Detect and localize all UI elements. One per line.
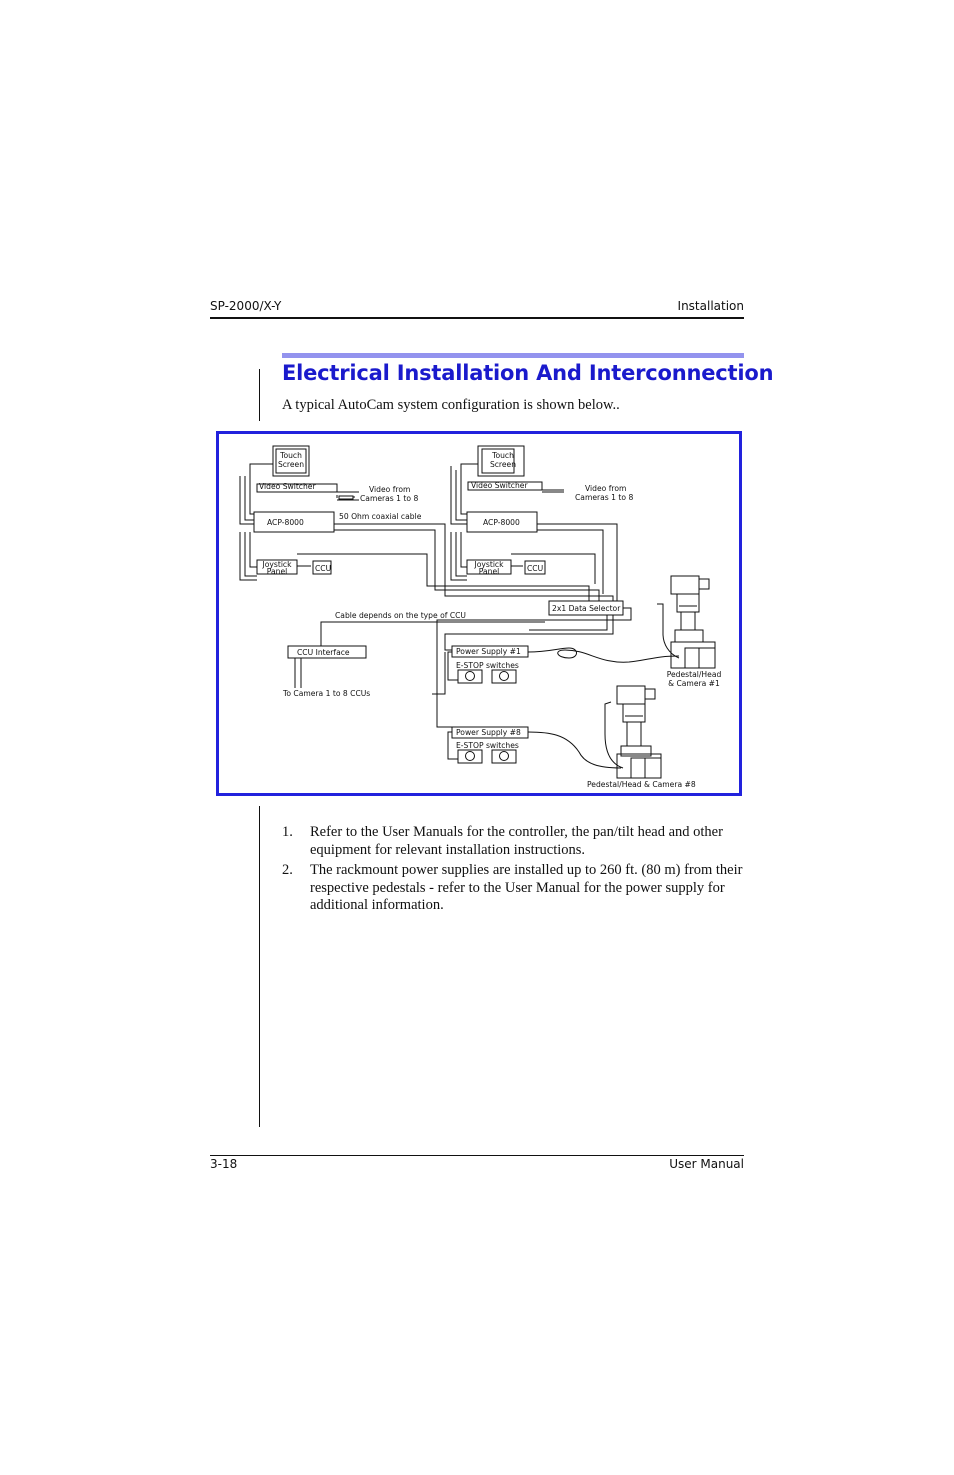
label-video-switcher-left: Video Switcher	[259, 482, 316, 491]
touch-screen-box-right	[477, 445, 525, 477]
list-item: 1. Refer to the User Manuals for the con…	[282, 824, 746, 859]
page-number: 3-18	[210, 1157, 238, 1171]
label-to-camera-ccus: To Camera 1 to 8 CCUs	[282, 689, 370, 698]
video-switcher-box-left	[256, 483, 338, 493]
label-acp-left: ACP-8000	[267, 518, 304, 527]
label-power-supply-8: Power Supply #8	[456, 728, 521, 737]
label-acp-right: ACP-8000	[483, 518, 520, 527]
label-video-from-right-1: Video from	[585, 484, 626, 493]
touch-screen-box-left	[272, 445, 310, 477]
step-text: The rackmount power supplies are install…	[310, 862, 743, 913]
ccu-interface-box	[287, 645, 367, 659]
header-rule	[210, 317, 744, 319]
label-video-from-left-2: Cameras 1 to 8	[360, 494, 418, 503]
label-video-from-left-1: Video from	[369, 485, 410, 494]
label-joystick-right-1: Joystick	[474, 560, 505, 569]
label-joystick-left-2: Panel	[267, 567, 288, 576]
step-text: Refer to the User Manuals for the contro…	[310, 824, 723, 858]
label-video-switcher-right: Video Switcher	[471, 481, 528, 490]
label-power-supply-1: Power Supply #1	[456, 647, 521, 656]
running-footer-right: User Manual	[669, 1157, 744, 1171]
diagram-drawing: Touch Screen Video Switcher Video from C…	[239, 445, 722, 789]
label-coax-cable: 50 Ohm coaxial cable	[339, 512, 422, 521]
label-data-selector: 2x1 Data Selector	[552, 604, 621, 613]
pedestal-8-illustration	[604, 685, 662, 779]
label-joystick-right-2: Panel	[479, 567, 500, 576]
label-video-from-right-2: Cameras 1 to 8	[575, 493, 633, 502]
acp-box-left	[253, 511, 335, 533]
label-ccu-right: CCU	[527, 564, 543, 573]
label-estop-8: E-STOP switches	[456, 741, 519, 750]
pedestal-1-illustration	[657, 575, 716, 669]
list-item: 2. The rackmount power supplies are inst…	[282, 862, 746, 915]
step-number: 2.	[282, 862, 293, 878]
label-pedestal-1-2: & Camera #1	[668, 679, 720, 688]
ccu-box-right	[524, 560, 546, 575]
label-ccu-left: CCU	[315, 564, 331, 573]
label-cable-depends: Cable depends on the type of CCU	[335, 611, 466, 620]
running-header-left: SP-2000/X-Y	[210, 299, 282, 313]
label-touch-screen-right-2: Screen	[490, 460, 516, 469]
video-switcher-box-right	[467, 481, 543, 491]
label-touch-screen-right-1: Touch	[491, 451, 514, 460]
section-accent-bar	[282, 353, 744, 358]
installation-steps: 1. Refer to the User Manuals for the con…	[282, 824, 746, 918]
label-ccu-interface: CCU Interface	[297, 648, 350, 657]
label-joystick-left-1: Joystick	[262, 560, 293, 569]
running-header-right: Installation	[677, 299, 744, 313]
ccu-box-left	[312, 560, 332, 575]
acp-box-right	[466, 511, 538, 533]
section-title: Electrical Installation And Interconnect…	[282, 361, 774, 385]
intro-paragraph: A typical AutoCam system configuration i…	[282, 397, 620, 413]
margin-change-bar-top	[259, 369, 260, 421]
label-pedestal-8: Pedestal/Head & Camera #8	[587, 780, 696, 789]
label-touch-screen-left-1: Touch	[279, 451, 302, 460]
step-number: 1.	[282, 824, 293, 840]
label-estop-1: E-STOP switches	[456, 661, 519, 670]
margin-change-bar-bottom	[259, 806, 260, 1127]
label-pedestal-1-1: Pedestal/Head	[667, 670, 722, 679]
system-configuration-diagram: Touch Screen Video Switcher Video from C…	[216, 431, 742, 796]
footer-rule	[210, 1155, 744, 1156]
label-touch-screen-left-2: Screen	[278, 460, 304, 469]
